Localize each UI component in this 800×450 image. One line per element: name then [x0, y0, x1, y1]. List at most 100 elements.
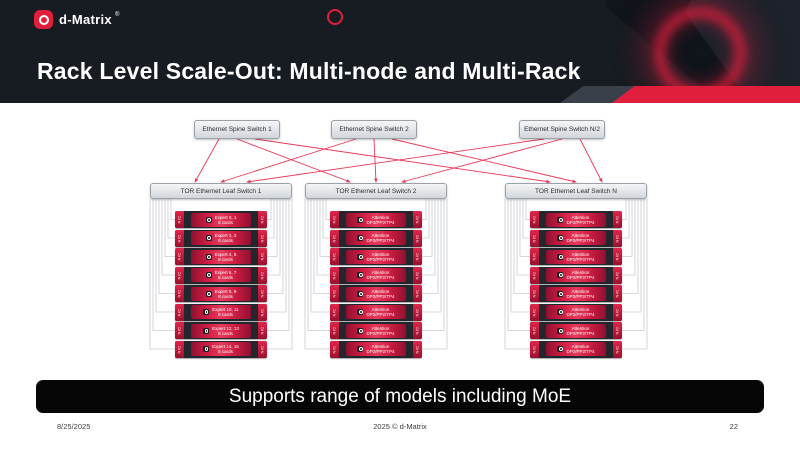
module-body [406, 341, 413, 358]
dmatrix-icon [357, 346, 364, 352]
module-body [539, 248, 546, 265]
module-body [251, 304, 258, 321]
banner: Supports range of models including MoE [36, 380, 764, 413]
module-body [251, 230, 258, 247]
nic-port-left: NIC [530, 248, 539, 265]
spine-switch: Ethernet Spine Switch N/2 [519, 120, 605, 139]
nic-port-right: NIC [258, 322, 267, 339]
logo-text: d-Matrix [59, 12, 112, 27]
module-body [606, 267, 613, 284]
dmatrix-icon [205, 253, 212, 260]
nic-port-left: NIC [175, 340, 184, 358]
dmatrix-icon [357, 290, 364, 297]
nic-port-right: NIC [613, 229, 622, 247]
module-body [339, 267, 346, 284]
nic-port-left: NIC [330, 211, 339, 228]
module-body [539, 267, 546, 284]
module-body [339, 304, 346, 321]
nic-port-right: NIC [413, 266, 422, 284]
nic-port-right: NIC [258, 229, 267, 247]
dmatrix-icon [205, 290, 212, 297]
nic-port-right: NIC [413, 340, 422, 358]
slide-title: Rack Level Scale-Out: Multi-node and Mul… [37, 58, 581, 84]
nic-port-right: NIC [258, 340, 267, 358]
nic-port-left: NIC [530, 266, 539, 284]
module-body [184, 267, 191, 284]
nic-port-right: NIC [258, 285, 267, 302]
nic-port-right: NIC [613, 340, 622, 358]
module-body [406, 322, 413, 339]
nic-port-right: NIC [613, 266, 622, 284]
dmatrix-icon [357, 253, 364, 260]
dmatrix-icon [205, 216, 212, 223]
module-body [606, 322, 613, 339]
module-body [339, 211, 346, 228]
module-body [251, 341, 258, 358]
module-body [406, 248, 413, 265]
dmatrix-icon [557, 253, 564, 260]
nic-port-right: NIC [613, 248, 622, 265]
red-accent-band [612, 86, 800, 103]
dmatrix-icon [557, 272, 564, 278]
dmatrix-icon [557, 309, 564, 315]
footer-page: 22 [729, 422, 738, 431]
dmatrix-icon [203, 309, 210, 315]
module-body [406, 304, 413, 321]
nic-port-left: NIC [175, 285, 184, 302]
dmatrix-icon [203, 327, 210, 334]
nic-port-left: NIC [530, 229, 539, 247]
nic-port-left: NIC [175, 248, 184, 265]
leaf-switch: TOR Ethernet Leaf Switch N [505, 183, 647, 199]
nic-port-right: NIC [413, 211, 422, 228]
nic-port-left: NIC [330, 303, 339, 321]
module-body [539, 322, 546, 339]
module-body [184, 248, 191, 265]
dmatrix-icon [203, 346, 210, 352]
nic-port-right: NIC [413, 303, 422, 321]
footer-copyright: 2025 © d-Matrix [373, 422, 427, 431]
nic-port-right: NIC [413, 248, 422, 265]
module-body [251, 267, 258, 284]
nic-port-left: NIC [175, 303, 184, 321]
dmatrix-icon [557, 216, 564, 223]
banner-text: Supports range of models including MoE [228, 385, 572, 407]
dmatrix-icon [357, 235, 364, 241]
nic-port-right: NIC [613, 322, 622, 339]
dmatrix-icon [557, 290, 564, 297]
nic-port-right: NIC [413, 229, 422, 247]
nic-port-right: NIC [258, 211, 267, 228]
